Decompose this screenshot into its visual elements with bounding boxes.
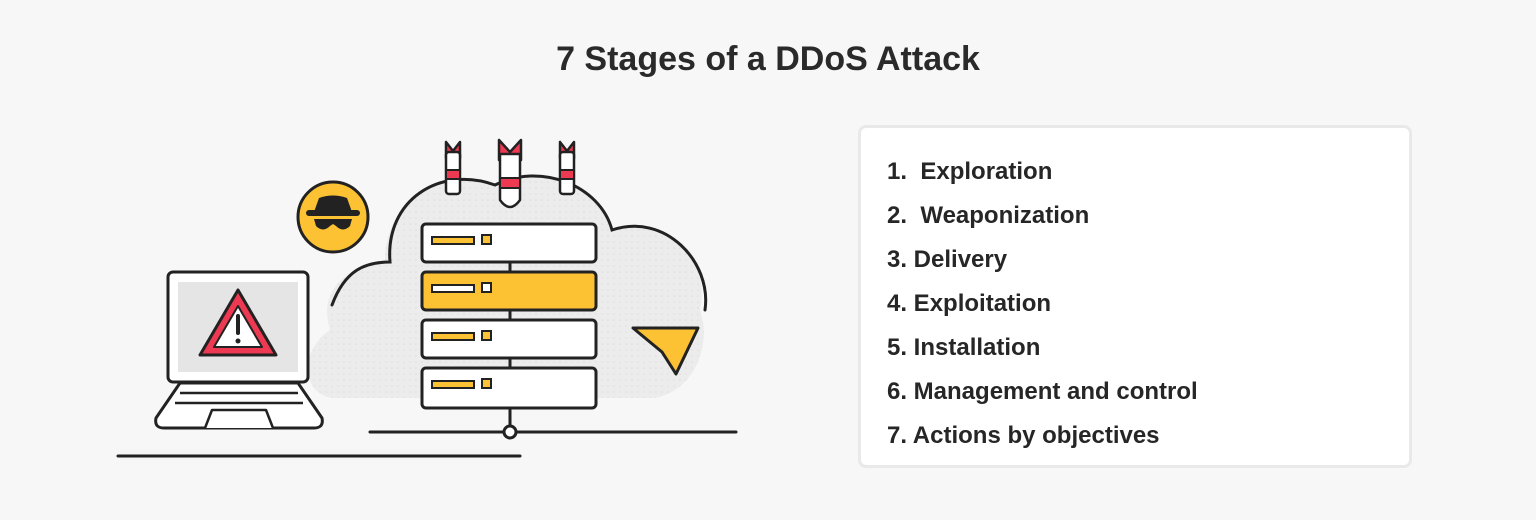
stage-item-exploration: 1. Exploration bbox=[887, 158, 1053, 185]
stage-item-installation: 5. Installation bbox=[887, 334, 1041, 361]
page-title: 7 Stages of a DDoS Attack bbox=[556, 40, 980, 78]
warning-icon bbox=[198, 288, 278, 357]
missile-icon bbox=[558, 140, 576, 196]
stage-item-delivery: 3. Delivery bbox=[887, 246, 1008, 273]
ddos-illustration bbox=[116, 138, 738, 458]
stages-list: 1. Exploration 2. Weaponization 3. Deliv… bbox=[861, 128, 1409, 458]
cursor-icon bbox=[631, 326, 700, 376]
stage-item-management-and-control: 6. Management and control bbox=[887, 378, 1198, 405]
missile-icon bbox=[497, 138, 523, 209]
hacker-icon bbox=[296, 180, 370, 254]
server-rack-icon bbox=[420, 222, 598, 440]
stage-item-exploitation: 4. Exploitation bbox=[887, 290, 1052, 317]
stage-item-actions-by-objectives: 7. Actions by objectives bbox=[887, 422, 1160, 449]
missile-icon bbox=[444, 140, 462, 196]
stages-card: 1. Exploration 2. Weaponization 3. Deliv… bbox=[858, 125, 1412, 468]
stage-item-weaponization: 2. Weaponization bbox=[887, 202, 1090, 229]
